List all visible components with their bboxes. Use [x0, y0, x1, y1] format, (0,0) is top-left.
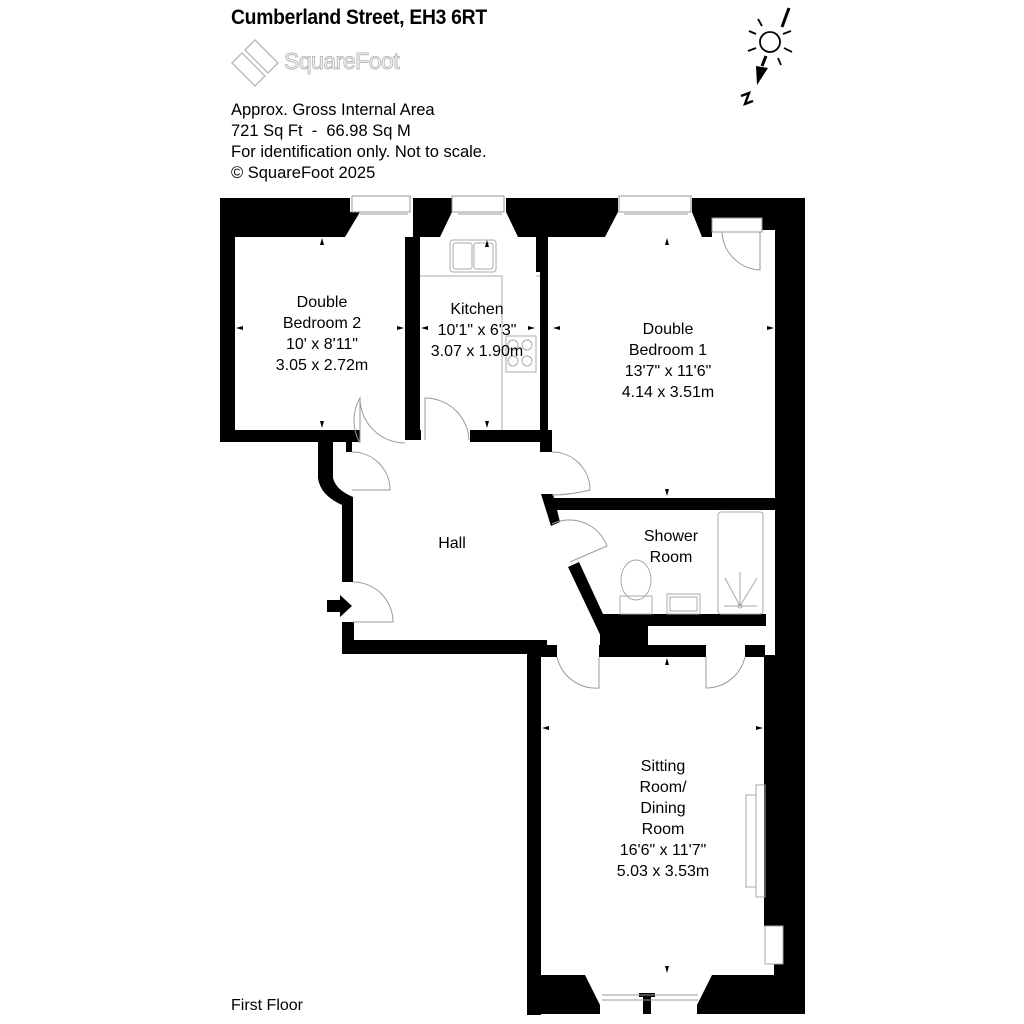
room-label-sitting-dining-room: Sitting Room/ Dining Room 16'6" x 11'7" …: [617, 756, 710, 882]
room-label-double-bedroom-2: Double Bedroom 2 10' x 8'11" 3.05 x 2.72…: [276, 292, 369, 376]
room-label-hall: Hall: [438, 533, 466, 554]
room-name: Room: [649, 549, 693, 566]
room-name: Room: [641, 821, 685, 838]
info-line-area-label: Approx. Gross Internal Area: [231, 101, 435, 119]
room-name: Double: [642, 321, 694, 338]
floor-label: First Floor: [231, 997, 303, 1014]
room-name: Hall: [438, 535, 466, 552]
room-dimensions-imperial: 16'6" x 11'7": [619, 842, 707, 859]
room-dimensions-metric: 3.05 x 2.72m: [275, 357, 369, 374]
property-title: Cumberland Street, EH3 6RT: [231, 6, 487, 29]
door-swings: [351, 217, 763, 689]
sun-north-arrow-icon: [740, 7, 793, 107]
windows: [351, 195, 698, 1001]
room-label-shower-room: Shower Room: [644, 526, 698, 568]
info-line-copyright: © SquareFoot 2025: [231, 164, 376, 182]
room-name: Sitting: [640, 758, 686, 775]
room-name: Kitchen: [450, 301, 504, 318]
room-label-double-bedroom-1: Double Bedroom 1 13'7" x 11'6" 4.14 x 3.…: [622, 319, 715, 403]
info-line-disclaimer: For identification only. Not to scale.: [231, 143, 487, 161]
area-info: Approx. Gross Internal Area 721 Sq Ft - …: [231, 100, 487, 184]
room-dimensions-imperial: 10'1" x 6'3": [437, 322, 517, 339]
room-dimensions-metric: 4.14 x 3.51m: [621, 384, 715, 401]
room-name: Double: [296, 294, 348, 311]
room-name: Room/: [639, 779, 687, 796]
room-name: Dining: [640, 800, 686, 817]
room-dimensions-imperial: 13'7" x 11'6": [624, 363, 712, 380]
logo-text: SquareFoot: [283, 48, 400, 75]
logo-diamond-icon: [230, 38, 280, 88]
fixtures: [420, 239, 784, 965]
room-label-kitchen: Kitchen 10'1" x 6'3" 3.07 x 1.90m: [431, 299, 524, 362]
room-dimensions-metric: 3.07 x 1.90m: [430, 343, 524, 360]
room-dimensions-metric: 5.03 x 3.53m: [616, 863, 710, 880]
room-name: Shower: [643, 528, 699, 545]
squarefoot-logo: SquareFoot: [230, 38, 430, 88]
room-name: Bedroom 2: [282, 315, 362, 332]
walls: [220, 198, 805, 1015]
entrance-arrow-icon: [327, 595, 352, 617]
dimension-arrows: [236, 238, 774, 973]
room-dimensions-imperial: 10' x 8'11": [286, 336, 358, 353]
room-name: Bedroom 1: [628, 342, 708, 359]
info-line-area-value: 721 Sq Ft - 66.98 Sq M: [231, 122, 411, 140]
